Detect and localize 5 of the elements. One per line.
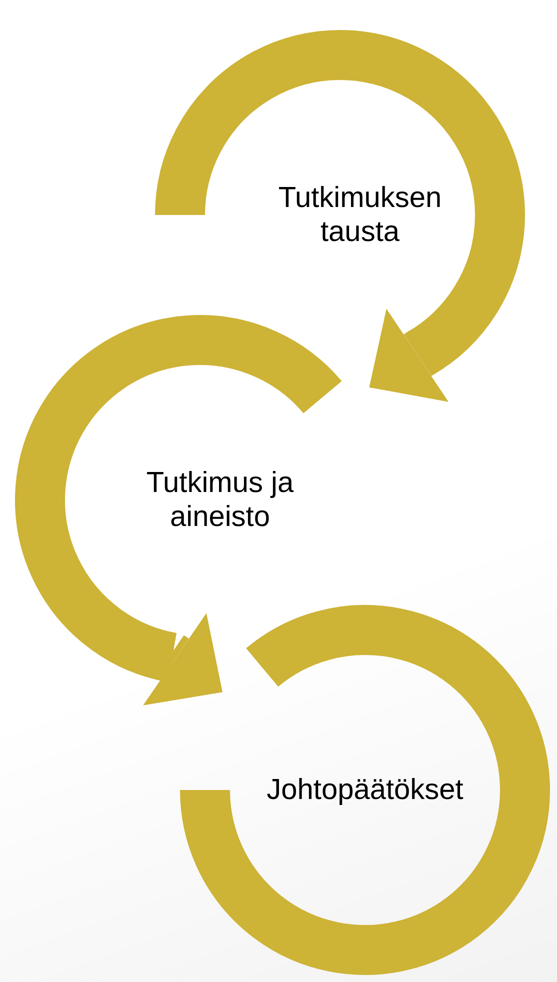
node-label: Tutkimus ja aineisto — [145, 466, 295, 534]
node-label: Tutkimuksen tausta — [277, 181, 443, 249]
node-label: Johtopäätökset — [266, 773, 464, 807]
arrow — [369, 308, 449, 402]
arrow — [142, 613, 222, 706]
